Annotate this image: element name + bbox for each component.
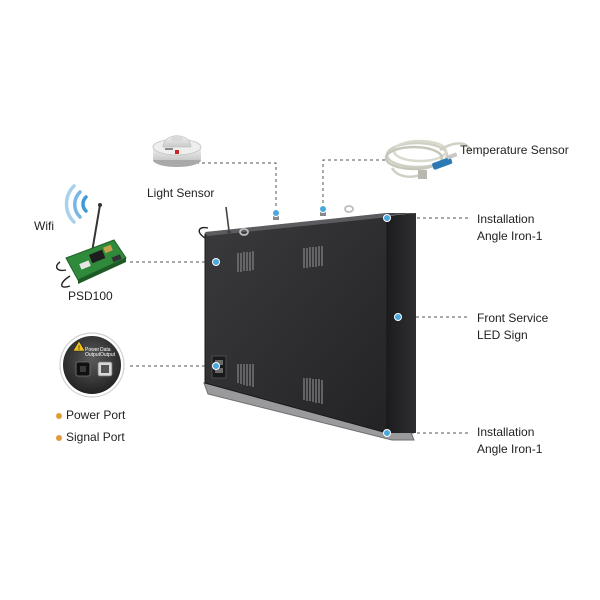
lifting-eyes (239, 205, 354, 236)
leader-temperature-sensor (322, 159, 385, 208)
light-sensor-icon (152, 135, 202, 167)
sign-antenna-icon (225, 206, 230, 232)
callout-light-sensor (272, 209, 280, 217)
callout-installation-bottom (383, 429, 391, 437)
wifi-icon (64, 184, 88, 224)
leader-light-sensor (196, 162, 277, 212)
power-output-label: Power Output (85, 347, 101, 358)
psd100-label: PSD100 (68, 289, 113, 303)
sensor-cable-icon (198, 226, 209, 239)
cabinet-side (387, 213, 416, 433)
callout-temperature-sensor (319, 205, 327, 213)
callout-ports (212, 362, 220, 370)
power-port-bullet-icon (56, 413, 62, 419)
signal-port-bullet-icon (56, 435, 62, 441)
data-output-label: Data Output (100, 347, 116, 358)
installation-angle-iron-top-label: Installation Angle Iron-1 (477, 212, 543, 243)
front-service-led-sign-label: Front Service LED Sign (477, 311, 549, 342)
callout-front-service (394, 313, 402, 321)
vent-top-left (237, 251, 254, 272)
wifi-label: Wifi (34, 219, 54, 233)
callout-dots (212, 205, 402, 437)
temperature-sensor-label: Temperature Sensor (460, 143, 569, 157)
callout-installation-top (383, 214, 391, 222)
vent-bottom-left (237, 364, 254, 387)
vent-bottom-right (303, 378, 323, 404)
svg-text:!: ! (78, 346, 80, 352)
power-port-label: Power Port (66, 408, 126, 422)
light-sensor-label: Light Sensor (147, 186, 215, 200)
temperature-sensor-icon (384, 139, 472, 179)
signal-port-label: Signal Port (66, 430, 125, 444)
vents (237, 246, 323, 404)
psd100-board-icon (55, 203, 127, 288)
ports-closeup-icon: ! Power Output Data Output (59, 332, 125, 398)
vent-top-right (303, 246, 323, 268)
callout-psd100 (212, 258, 220, 266)
angle-iron-top (205, 213, 389, 236)
led-sign-cabinet (198, 205, 416, 441)
installation-angle-iron-bottom-label: Installation Angle Iron-1 (477, 425, 543, 456)
